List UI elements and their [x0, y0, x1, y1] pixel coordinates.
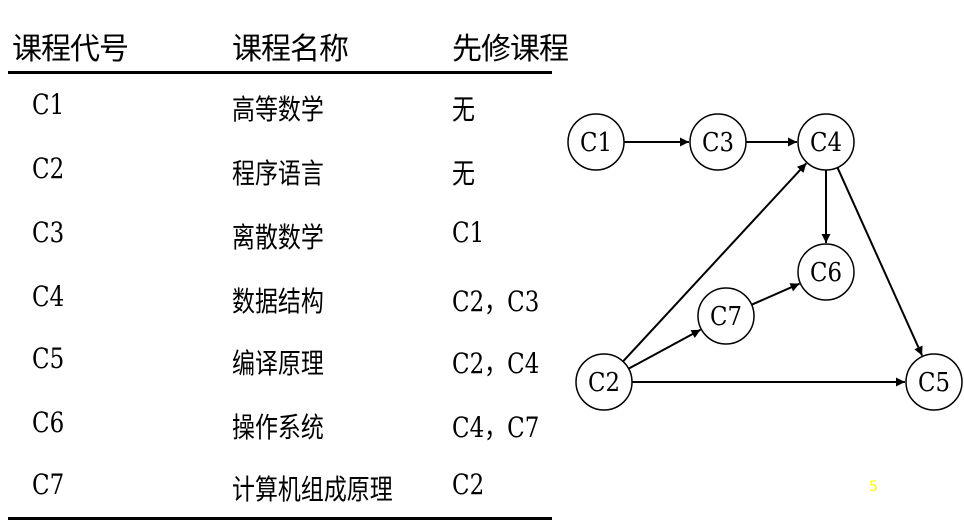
- row-7-prereq: C2: [452, 468, 485, 501]
- node-label: C1: [580, 128, 612, 158]
- row-2-id: C2: [32, 152, 65, 185]
- row-6-id: C6: [32, 406, 65, 439]
- node-label: C2: [588, 368, 620, 398]
- node-circle: [575, 353, 633, 411]
- node-c2: C2: [575, 353, 633, 411]
- header-prerequisite: 先修课程: [452, 32, 569, 67]
- row-6-prereq: C4，C7: [452, 411, 540, 444]
- row-4-id: C4: [32, 280, 65, 313]
- node-label: C7: [710, 302, 742, 332]
- page-number: 5: [869, 479, 878, 495]
- node-label: C4: [810, 128, 842, 158]
- row-1-name: 高等数学: [232, 93, 324, 126]
- node-label: C6: [810, 258, 842, 288]
- row-3-prereq: C1: [452, 216, 485, 249]
- row-7-id: C7: [32, 468, 65, 501]
- node-c7: C7: [697, 287, 755, 345]
- graph-edges: [622, 137, 924, 387]
- row-4-prereq: C2，C3: [452, 285, 540, 318]
- header-rule: [8, 71, 552, 74]
- node-circle: [905, 353, 963, 411]
- node-label: C5: [918, 368, 950, 398]
- header-course-name: 课程名称: [232, 32, 349, 67]
- node-label: C3: [702, 128, 734, 158]
- node-circle: [567, 113, 625, 171]
- row-5-id: C5: [32, 342, 65, 375]
- row-5-name: 编译原理: [232, 347, 324, 380]
- edge-c2-to-c4: [622, 162, 808, 363]
- node-circle: [797, 243, 855, 301]
- course-table: 课程代号 课程名称 先修课程 C1 高等数学 无 C2 程序语言 无 C3 离散…: [8, 32, 569, 520]
- footer-rule: [8, 517, 552, 520]
- row-2-prereq: 无: [452, 157, 475, 190]
- edge-c7-to-c6: [751, 282, 800, 306]
- node-circle: [797, 113, 855, 171]
- row-6-name: 操作系统: [232, 411, 324, 444]
- node-circle: [689, 113, 747, 171]
- node-c5: C5: [905, 353, 963, 411]
- row-3-name: 离散数学: [232, 221, 324, 254]
- row-4-name: 数据结构: [232, 285, 324, 318]
- edge-c4-to-c5: [836, 167, 924, 356]
- row-2-name: 程序语言: [232, 157, 324, 190]
- header-course-id: 课程代号: [12, 32, 129, 67]
- node-c6: C6: [797, 243, 855, 301]
- node-circle: [697, 287, 755, 345]
- row-3-id: C3: [32, 216, 65, 249]
- row-1-id: C1: [32, 88, 65, 121]
- edge-c2-to-c7: [628, 328, 701, 370]
- node-c1: C1: [567, 113, 625, 171]
- node-c4: C4: [797, 113, 855, 171]
- row-5-prereq: C2，C4: [452, 347, 540, 380]
- row-7-name: 计算机组成原理: [232, 473, 393, 506]
- node-c3: C3: [689, 113, 747, 171]
- row-1-prereq: 无: [452, 93, 475, 126]
